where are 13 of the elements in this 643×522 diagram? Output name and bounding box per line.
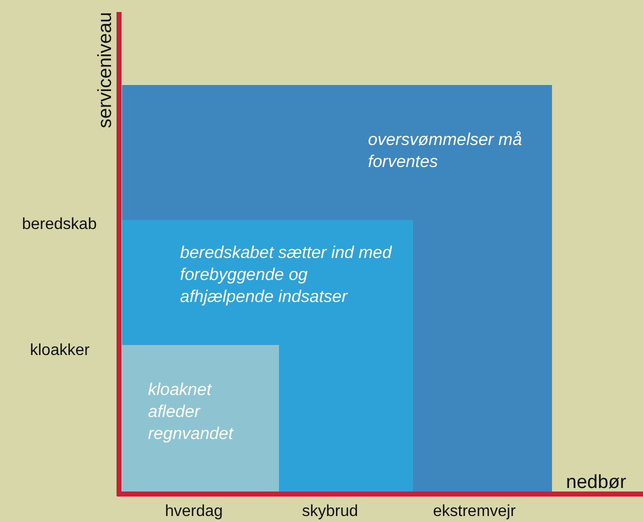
region-text: oversvømmelser må forventes bbox=[368, 129, 523, 173]
region-text: beredskabet sætter ind med forebyggende og afhjælpende indsatser bbox=[180, 242, 394, 308]
axis-title: nedbør bbox=[566, 472, 626, 494]
region-box bbox=[122, 85, 552, 493]
axis-tick-label: beredskab bbox=[22, 216, 97, 234]
region-text: kloaknet afleder regnvandet bbox=[148, 379, 235, 445]
axis-title: serviceniveau bbox=[95, 12, 117, 128]
axis-tick-label: skybrud bbox=[302, 503, 358, 521]
region-box bbox=[122, 220, 413, 493]
axis-tick-label: kloakker bbox=[30, 342, 90, 360]
region-box bbox=[122, 345, 279, 493]
axis-tick-label: ekstremvejr bbox=[433, 503, 516, 521]
axis-tick-label: hverdag bbox=[165, 503, 223, 521]
